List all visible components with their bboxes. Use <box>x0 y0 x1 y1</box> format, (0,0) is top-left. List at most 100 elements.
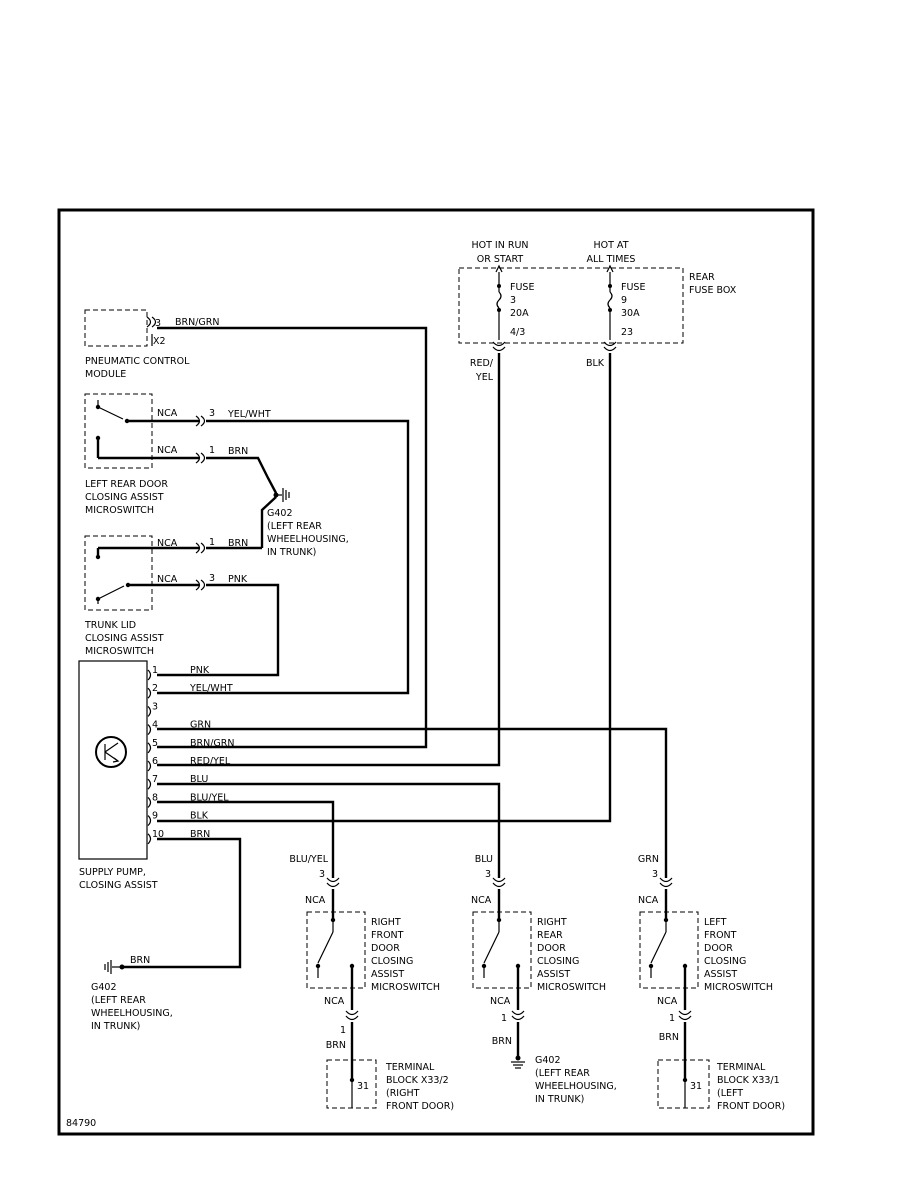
g402-mid-label-2: (LEFT REAR <box>267 521 322 532</box>
fuse-9-name: FUSE <box>621 282 645 293</box>
g402-left-label: G402 <box>91 982 117 993</box>
g402-mid-label-3: WHEELHOUSING, <box>267 534 349 545</box>
tb-left-label: TERMINAL <box>716 1062 766 1073</box>
g402-left-label-4: IN TRUNK) <box>91 1021 140 1032</box>
rf-label-4: CLOSING <box>371 956 413 967</box>
rf-nca-bottom: NCA <box>324 996 345 1007</box>
rr-label-6: MICROSWITCH <box>537 982 606 993</box>
fuse-3: FUSE 3 20A 4/3 <box>495 264 534 340</box>
lf-nca-bottom: NCA <box>657 996 678 1007</box>
pcm-pin: 3 <box>155 318 161 329</box>
lrd-label-2: CLOSING ASSIST <box>85 492 164 503</box>
figure-id: 84790 <box>66 1118 96 1129</box>
fuse-9: FUSE 9 30A 23 <box>606 264 645 340</box>
rf-label-6: MICROSWITCH <box>371 982 440 993</box>
fuse-9-rating: 30A <box>621 308 640 319</box>
tb-left-pin: 31 <box>690 1081 702 1092</box>
pump-pin-connector <box>147 833 152 845</box>
g402-left-label-3: WHEELHOUSING, <box>91 1008 173 1019</box>
tb-right-label: TERMINAL <box>385 1062 435 1073</box>
trunk-wire-bottom: PNK <box>228 574 248 585</box>
lrd-wire-top: YEL/WHT <box>227 409 271 420</box>
lf-label-4: CLOSING <box>704 956 746 967</box>
rf-label-3: DOOR <box>371 943 400 954</box>
pneumatic-control-module: 3 BRN/GRN X2 PNEUMATIC CONTROL MODULE <box>84 309 220 380</box>
pump-pin-wire-label: BLU <box>190 774 208 785</box>
wire-harness <box>122 326 668 969</box>
pump-pin-number: 5 <box>152 738 158 749</box>
diagram-frame <box>57 208 815 1136</box>
g402-mid-ground: G402 (LEFT REAR WHEELHOUSING, IN TRUNK) <box>206 456 349 558</box>
rr-wire-bottom: BRN <box>492 1036 512 1047</box>
fuse-box-label: REAR <box>689 272 715 283</box>
hot-at-all-times-label: HOT AT <box>593 240 628 251</box>
lf-label-2: FRONT <box>704 930 737 941</box>
g402-bottom-label-4: IN TRUNK) <box>535 1094 584 1105</box>
rf-wire-bottom: BRN <box>326 1040 346 1051</box>
wire-yel-wht <box>157 419 410 695</box>
lf-label: LEFT <box>704 917 727 928</box>
g402-bottom-label: G402 <box>535 1055 561 1066</box>
fuse-9-number: 9 <box>621 295 627 306</box>
motor-icon <box>95 736 127 768</box>
pump-pin-wire-label: RED/YEL <box>190 756 231 767</box>
pump-pin-connector <box>147 705 152 717</box>
pump-label-2: CLOSING ASSIST <box>79 880 158 891</box>
rr-wire-top: BLU <box>475 854 493 865</box>
wire-blu-yel <box>157 800 335 878</box>
tb-right-label-2: BLOCK X33/2 <box>386 1075 449 1086</box>
wire-grn <box>157 727 668 878</box>
lrd-nca-top: NCA <box>157 408 178 419</box>
g402-mid-label-4: IN TRUNK) <box>267 547 316 558</box>
g402-bottom-label-3: WHEELHOUSING, <box>535 1081 617 1092</box>
g402-bottom-label-2: (LEFT REAR <box>535 1068 590 1079</box>
wire-blk <box>157 353 612 823</box>
rf-pin-bottom: 1 <box>340 1025 346 1036</box>
rf-wire-top: BLU/YEL <box>289 854 328 865</box>
rf-pin-top: 3 <box>319 869 325 880</box>
g402-mid-label: G402 <box>267 508 293 519</box>
right-front-door-switch: BLU/YEL 3 NCA RIGHT FRONT DOOR CLOSING A… <box>289 854 440 1078</box>
lf-wire-top: GRN <box>638 854 659 865</box>
rr-pin-bottom: 1 <box>501 1013 507 1024</box>
pump-pin-wire-label: BLU/YEL <box>190 792 229 803</box>
wire-red-yel <box>157 353 501 767</box>
ground-icon <box>511 1061 525 1069</box>
terminal-block-x33-1: 31 TERMINAL BLOCK X33/1 (LEFT FRONT DOOR… <box>657 1059 785 1112</box>
pump-pin-number: 8 <box>152 792 158 803</box>
fuse-3-name: FUSE <box>510 282 534 293</box>
trunk-pin-bottom: 3 <box>209 573 215 584</box>
pump-pin-connector <box>147 778 152 790</box>
lf-label-3: DOOR <box>704 943 733 954</box>
pump-pin-connector <box>147 815 152 827</box>
pump-pin-connector <box>147 687 152 699</box>
pcm-label-2: MODULE <box>85 369 126 380</box>
tb-left-label-3: (LEFT <box>717 1088 743 1099</box>
hot-in-run-label: HOT IN RUN <box>471 240 528 251</box>
lrd-label-3: MICROSWITCH <box>85 505 154 516</box>
pump-pin-connector <box>147 760 152 772</box>
pump-pin-number: 9 <box>152 811 158 822</box>
pump-pin-number: 2 <box>152 683 158 694</box>
lrd-pin-top: 3 <box>209 408 215 419</box>
g402-left-label-2: (LEFT REAR <box>91 995 146 1006</box>
lf-nca-top: NCA <box>638 895 659 906</box>
rr-label-4: CLOSING <box>537 956 579 967</box>
pump-pin-connector <box>147 742 152 754</box>
fuse-3-terminal: 4/3 <box>510 327 525 338</box>
trunk-pin-top: 1 <box>209 537 215 548</box>
tb-right-label-4: FRONT DOOR) <box>386 1101 454 1112</box>
lf-pin-top: 3 <box>652 869 658 880</box>
pump-pin-number: 6 <box>152 756 158 767</box>
trunk-nca-top: NCA <box>157 538 178 549</box>
wire-brn-pump <box>122 837 242 969</box>
trunk-wire-top: BRN <box>228 538 248 549</box>
lrd-label: LEFT REAR DOOR <box>85 479 168 490</box>
pump-pin-wire-label: PNK <box>190 665 210 676</box>
g402-bottom-ground: G402 (LEFT REAR WHEELHOUSING, IN TRUNK) <box>511 1055 617 1105</box>
pcm-connector: X2 <box>153 336 166 347</box>
ground-icon <box>282 488 290 502</box>
rf-label: RIGHT <box>371 917 401 928</box>
left-front-door-switch: GRN 3 NCA LEFT FRONT DOOR CLOSING ASSIST… <box>638 854 773 1078</box>
